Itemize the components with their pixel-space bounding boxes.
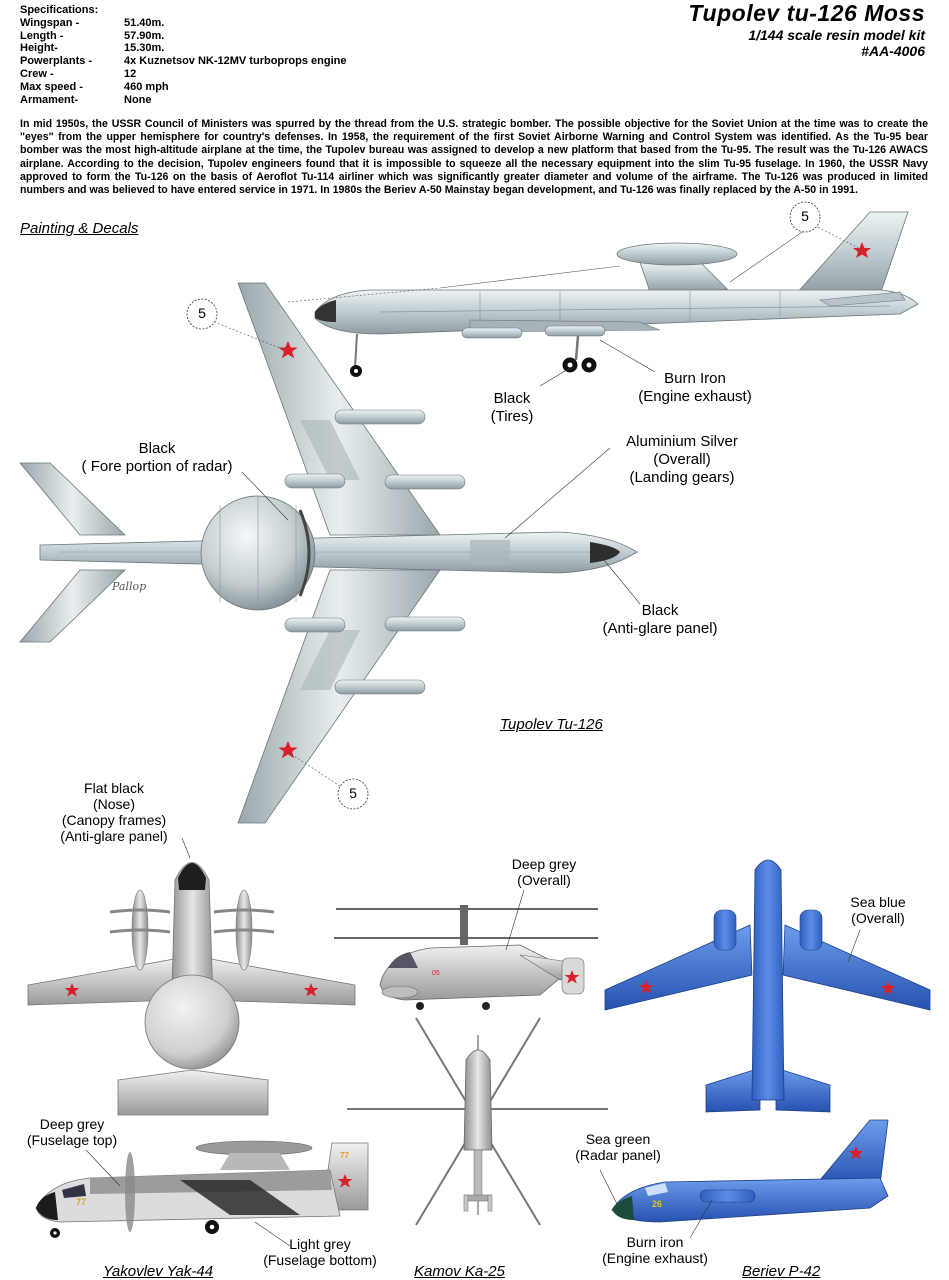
spec-key: Max speed - [20,80,83,93]
callout-tires: Black(Tires) [490,390,534,425]
callout-p42-overall: Sea blue(Overall) [850,894,906,926]
spec-value: None [124,93,152,106]
spec-value: 15.30m. [124,42,165,55]
spec-key: Height- [20,42,58,55]
p42-side-number: 26 [652,1199,662,1209]
spec-value: 460 mph [124,80,169,93]
spec-row: Crew - 12 [20,68,346,81]
spec-row: Armament- None [20,94,346,107]
spec-key: Powerplants - [20,55,93,68]
tu126-top-fuselage [39,531,638,574]
specifications-list: Wingspan - 51.40m. Length - 57.90m. Height- 1… [20,17,346,107]
spec-row: Wingspan - 51.40m. [20,17,346,30]
decal-number: 5 [801,208,809,224]
spec-value: 51.40m. [124,16,165,29]
p42-radar-panel [612,1196,634,1220]
spec-key: Length - [20,29,64,42]
spec-value: 12 [124,67,137,80]
caption-tu126: Tupolev Tu-126 [500,716,603,733]
spec-row: Height- 15.30m. [20,42,346,55]
ka25-top-fuselage [463,1049,493,1151]
svg-text:77: 77 [340,1151,349,1160]
p42-fuselage [751,859,785,1101]
specifications-heading: Specifications: [20,4,99,16]
callout-antiglare: Black(Anti-glare panel) [602,602,718,637]
artist-signature: Pallop [111,580,146,593]
tu126-antiglare [590,542,620,563]
callout-ka25-overall: Deep grey(Overall) [511,856,577,888]
tu126-wing-star-lower [278,741,298,759]
decal-number: 5 [349,785,357,801]
p42-top-view [604,859,931,1113]
callout-overall-silver: Aluminium Silver(Overall)(Landing gears) [626,433,738,486]
decal-callout-circle [337,778,369,810]
spec-key: Crew - [20,67,54,80]
yak44-side-number: 77 [76,1197,86,1207]
spec-value: 57.90m. [124,29,165,42]
yak44-radome [144,974,240,1070]
tu126-side-fuselage [314,289,919,335]
yak44-side-view: 77 77 [35,1140,369,1247]
spec-row: Length - 57.90m. [20,30,346,43]
caption-yak44: Yakovlev Yak-44 [103,1263,214,1280]
spec-row: Powerplants - 4x Kuznetsov NK-12MV turbop… [20,55,346,68]
tu126-side-radome [616,242,738,266]
spec-row: Max speed - 460 mph [20,81,346,94]
decal-number: 5 [198,305,206,321]
ka25-side-number: 05 [432,970,440,977]
spec-value: 4x Kuznetsov NK-12MV turboprops engine [124,55,347,68]
callout-yak44-nose: Flat black(Nose)(Canopy frames)(Anti-gla… [60,780,168,844]
callout-p42-radar-panel: Sea green(Radar panel) [575,1131,661,1163]
p42-side-view: 26 [599,1119,889,1239]
callout-p42-engine-exhaust: Burn iron(Engine exhaust) [602,1234,708,1266]
ka25-side-view: 05 [334,889,598,1010]
callout-yak44-fuselage-top: Deep grey(Fuselage top) [26,1116,118,1148]
yak44-top-view [27,837,356,1116]
tu126-side-view [287,211,919,387]
tu126-top-lower-wing [237,569,441,824]
caption-p42: Beriev P-42 [742,1263,821,1280]
spec-key: Armament- [20,93,79,106]
decal-callout-circle [789,201,821,233]
kit-scale: 1/144 scale resin model kit [748,27,925,43]
callout-radar-fore: Black( Fore portion of radar) [81,440,233,475]
callout-yak44-fuselage-bottom: Light grey(Fuselage bottom) [263,1236,377,1268]
caption-ka25: Kamov Ka-25 [414,1263,505,1280]
ka25-top-view [347,1017,608,1226]
decal-callout-circle [186,298,218,330]
spec-key: Wingspan - [20,16,80,29]
callout-engine-exhaust: Burn Iron(Engine exhaust) [638,370,752,405]
title-block: Tupolev tu-126 Moss 1/144 scale resin mo… [688,0,925,59]
yak44-nose [178,863,206,890]
page-title: Tupolev tu-126 Moss [688,0,925,26]
tu126-wing-star-upper [278,341,298,359]
specifications-block: Specifications: Wingspan -51.40m.Length … [20,4,346,106]
history-paragraph: In mid 1950s, the USSR Council of Minist… [20,118,928,197]
section-heading: Painting & Decals [20,220,139,237]
tu126-top-view: Pallop [19,282,641,824]
kit-code: #AA-4006 [861,43,925,59]
